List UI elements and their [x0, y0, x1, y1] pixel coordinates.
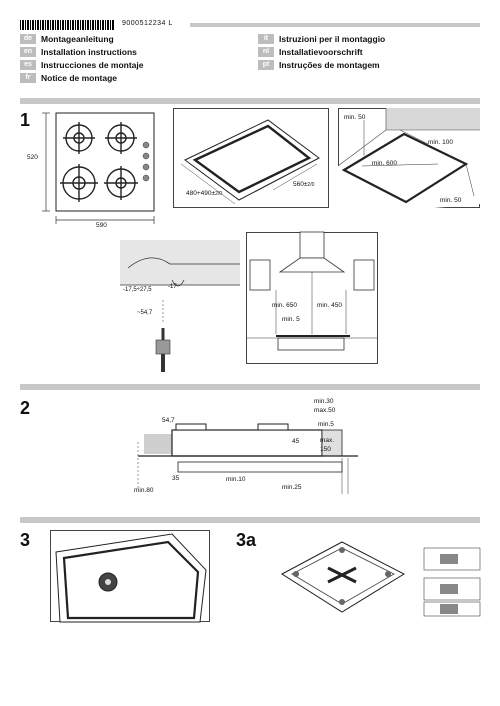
profile-min-30: min.30 — [314, 398, 334, 405]
clearance-min-50-side: min. 50 — [440, 197, 462, 204]
cutout-depth-label: 480+490±2/0 — [186, 190, 223, 197]
hood-min-5: min. 5 — [282, 316, 300, 323]
gas-dim-1: -17,5÷27,5 — [123, 287, 152, 293]
gas-dim-2: -17 — [168, 284, 177, 290]
barcode — [20, 20, 115, 30]
clearance-min-100: min. 100 — [428, 139, 453, 146]
section-2-rule — [20, 384, 480, 390]
cutout-frame — [173, 108, 329, 208]
clearance-min-50-top: min. 50 — [344, 114, 366, 121]
clamp-diagram — [281, 541, 406, 613]
hob-top-view — [42, 112, 155, 224]
profile-min-10: min.10 — [226, 476, 246, 483]
section-2-profile — [137, 423, 358, 494]
profile-54-7: 54,7 — [162, 417, 175, 424]
section-1-rule — [20, 98, 480, 104]
profile-35: 35 — [172, 475, 180, 482]
hood-min-450: min. 450 — [317, 302, 342, 309]
profile-min-5: min.5 — [318, 421, 334, 428]
clamp-detail-diagram — [423, 547, 481, 617]
hood-diagram — [246, 231, 378, 351]
gas-dim-3: ~54,7 — [137, 310, 153, 316]
gas-connector-diagram — [120, 240, 240, 372]
section-3-rule — [20, 517, 480, 523]
profile-min-80: min.80 — [134, 487, 154, 494]
hob-width-label: 590 — [96, 222, 107, 229]
profile-min-25: min.25 — [282, 484, 302, 491]
cutout-diagram — [180, 119, 320, 205]
profile-max-50: max.50 — [314, 407, 336, 414]
cutout-width-label: 560±2/0 — [293, 181, 315, 188]
header-rule — [190, 23, 480, 27]
profile-150-label: 150 — [320, 446, 331, 453]
profile-max-label: max. — [320, 437, 335, 444]
hood-min-650: min. 650 — [272, 302, 297, 309]
section-2-number: 2 — [20, 398, 31, 418]
seal-diagram — [55, 533, 207, 623]
section-3-number: 3 — [20, 530, 31, 550]
clearance-diagram — [337, 108, 480, 208]
document-number: 9000512234 L — [122, 20, 173, 27]
profile-45: 45 — [292, 438, 300, 445]
clearance-min-600: min. 600 — [372, 160, 397, 167]
section-3a-number: 3a — [236, 530, 257, 550]
section-1-number: 1 — [20, 110, 31, 130]
hob-height-label: 520 — [27, 154, 38, 161]
